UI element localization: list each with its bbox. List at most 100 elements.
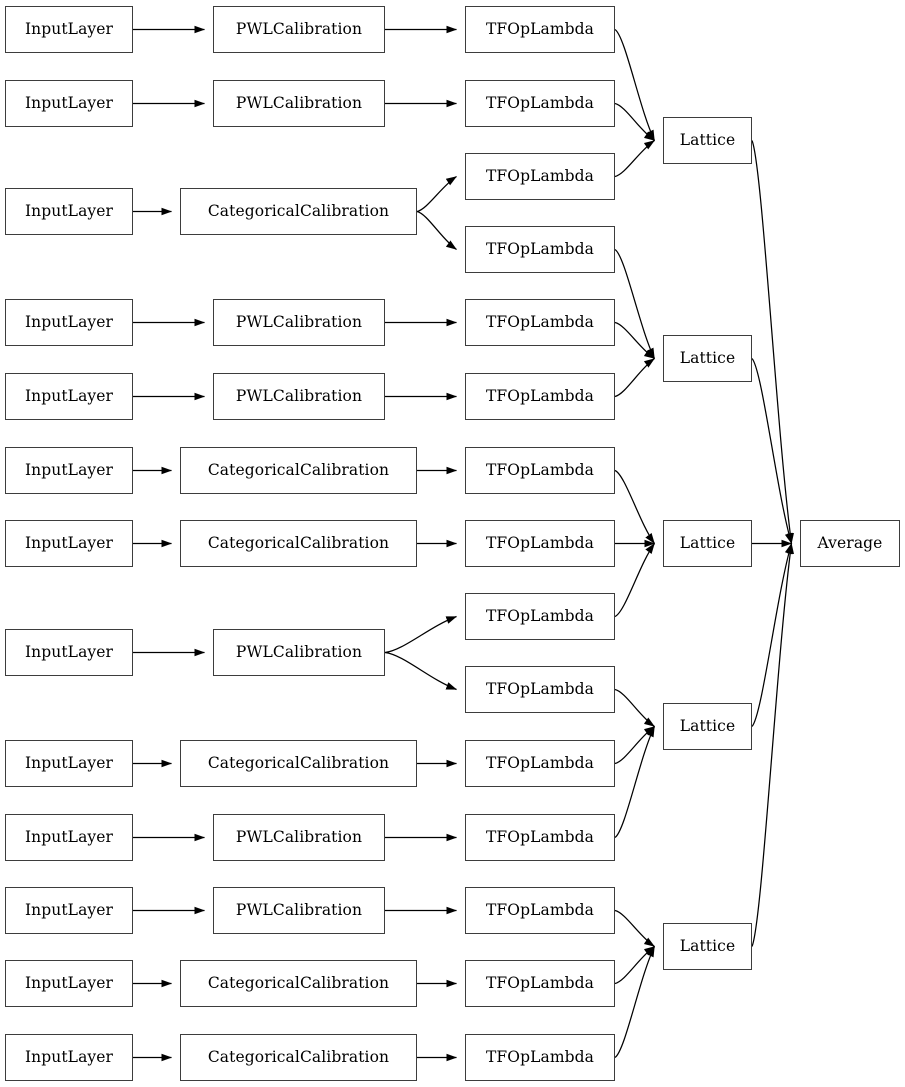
edge-op5-to-lat2 (614, 321, 655, 360)
edge-lat4-to-avg (751, 543, 793, 727)
edge-op2-to-lat1 (614, 102, 655, 142)
node-tfop-op9[interactable]: TFOpLambda (465, 593, 615, 640)
node-label: TFOpLambda (485, 679, 595, 698)
node-label: InputLayer (24, 533, 114, 552)
node-tfop-op2[interactable]: TFOpLambda (465, 80, 615, 127)
node-calib-cal10[interactable]: PWLCalibration (213, 814, 385, 861)
node-lattice-lat3[interactable]: Lattice (663, 520, 752, 567)
node-input-in7[interactable]: InputLayer (5, 520, 133, 567)
node-label: TFOpLambda (485, 19, 595, 38)
node-tfop-op14[interactable]: TFOpLambda (465, 960, 615, 1007)
node-tfop-op8[interactable]: TFOpLambda (465, 520, 615, 567)
node-input-in8[interactable]: InputLayer (5, 629, 133, 676)
node-label: PWLCalibration (235, 386, 363, 405)
node-input-in5[interactable]: InputLayer (5, 373, 133, 420)
node-label: TFOpLambda (485, 239, 595, 258)
node-calib-cal11[interactable]: PWLCalibration (213, 887, 385, 934)
node-label: Lattice (679, 533, 736, 552)
node-input-in13[interactable]: InputLayer (5, 1034, 133, 1081)
node-tfop-op11[interactable]: TFOpLambda (465, 740, 615, 787)
node-tfop-op6[interactable]: TFOpLambda (465, 373, 615, 420)
node-label: CategoricalCalibration (207, 460, 390, 479)
node-label: Lattice (679, 130, 736, 149)
node-label: TFOpLambda (485, 312, 595, 331)
node-calib-cal3[interactable]: CategoricalCalibration (180, 188, 417, 235)
node-tfop-op3[interactable]: TFOpLambda (465, 153, 615, 200)
node-label: InputLayer (24, 827, 114, 846)
node-label: TFOpLambda (485, 166, 595, 185)
node-input-in3[interactable]: InputLayer (5, 188, 133, 235)
node-label: InputLayer (24, 386, 114, 405)
node-tfop-op10[interactable]: TFOpLambda (465, 666, 615, 713)
edge-op11-to-lat4 (614, 725, 655, 765)
node-tfop-op15[interactable]: TFOpLambda (465, 1034, 615, 1081)
edge-op13-to-lat5 (614, 909, 655, 948)
edge-lat2-to-avg (751, 358, 793, 544)
node-label: CategoricalCalibration (207, 201, 390, 220)
node-label: TFOpLambda (485, 1047, 595, 1066)
node-label: InputLayer (24, 19, 114, 38)
node-label: InputLayer (24, 900, 114, 919)
node-calib-cal12[interactable]: CategoricalCalibration (180, 960, 417, 1007)
node-label: TFOpLambda (485, 900, 595, 919)
node-label: PWLCalibration (235, 642, 363, 661)
node-input-in4[interactable]: InputLayer (5, 299, 133, 346)
node-calib-cal9[interactable]: CategoricalCalibration (180, 740, 417, 787)
node-label: TFOpLambda (485, 973, 595, 992)
node-tfop-op1[interactable]: TFOpLambda (465, 6, 615, 53)
node-tfop-op13[interactable]: TFOpLambda (465, 887, 615, 934)
node-calib-cal8[interactable]: PWLCalibration (213, 629, 385, 676)
node-label: TFOpLambda (485, 460, 595, 479)
node-tfop-op5[interactable]: TFOpLambda (465, 299, 615, 346)
node-input-in11[interactable]: InputLayer (5, 887, 133, 934)
node-input-in6[interactable]: InputLayer (5, 447, 133, 494)
node-calib-cal2[interactable]: PWLCalibration (213, 80, 385, 127)
edge-op7-to-lat3 (614, 469, 656, 544)
edge-op15-to-lat5 (614, 946, 656, 1059)
node-output-avg[interactable]: Average (800, 520, 900, 567)
node-input-in9[interactable]: InputLayer (5, 740, 133, 787)
edge-cal8-to-op10 (384, 651, 457, 691)
node-input-in12[interactable]: InputLayer (5, 960, 133, 1007)
node-lattice-lat2[interactable]: Lattice (663, 335, 752, 382)
edge-op6-to-lat2 (614, 357, 655, 398)
node-label: TFOpLambda (485, 93, 595, 112)
edge-cal8-to-op9 (384, 615, 457, 654)
node-calib-cal1[interactable]: PWLCalibration (213, 6, 385, 53)
edge-cal3-to-op4 (416, 210, 457, 251)
edge-op3-to-lat1 (614, 139, 655, 178)
node-lattice-lat1[interactable]: Lattice (663, 117, 752, 164)
node-label: InputLayer (24, 973, 114, 992)
node-label: PWLCalibration (235, 312, 363, 331)
node-label: InputLayer (24, 460, 114, 479)
node-tfop-op4[interactable]: TFOpLambda (465, 226, 615, 273)
node-input-in10[interactable]: InputLayer (5, 814, 133, 861)
edge-op1-to-lat1 (614, 28, 656, 141)
node-calib-cal5[interactable]: PWLCalibration (213, 373, 385, 420)
node-calib-cal7[interactable]: CategoricalCalibration (180, 520, 417, 567)
edge-op4-to-lat2 (614, 248, 656, 359)
node-tfop-op12[interactable]: TFOpLambda (465, 814, 615, 861)
node-calib-cal13[interactable]: CategoricalCalibration (180, 1034, 417, 1081)
node-tfop-op7[interactable]: TFOpLambda (465, 447, 615, 494)
node-label: InputLayer (24, 312, 114, 331)
node-label: InputLayer (24, 1047, 114, 1066)
node-label: Lattice (679, 348, 736, 367)
node-input-in1[interactable]: InputLayer (5, 6, 133, 53)
node-calib-cal4[interactable]: PWLCalibration (213, 299, 385, 346)
node-lattice-lat5[interactable]: Lattice (663, 923, 752, 970)
node-label: Lattice (679, 936, 736, 955)
node-lattice-lat4[interactable]: Lattice (663, 703, 752, 750)
node-label: PWLCalibration (235, 900, 363, 919)
node-calib-cal6[interactable]: CategoricalCalibration (180, 447, 417, 494)
edge-op9-to-lat3 (614, 543, 656, 618)
node-label: TFOpLambda (485, 606, 595, 625)
node-label: CategoricalCalibration (207, 533, 390, 552)
node-label: TFOpLambda (485, 533, 595, 552)
node-input-in2[interactable]: InputLayer (5, 80, 133, 127)
node-label: TFOpLambda (485, 753, 595, 772)
edge-op14-to-lat5 (614, 945, 655, 985)
node-label: CategoricalCalibration (207, 973, 390, 992)
